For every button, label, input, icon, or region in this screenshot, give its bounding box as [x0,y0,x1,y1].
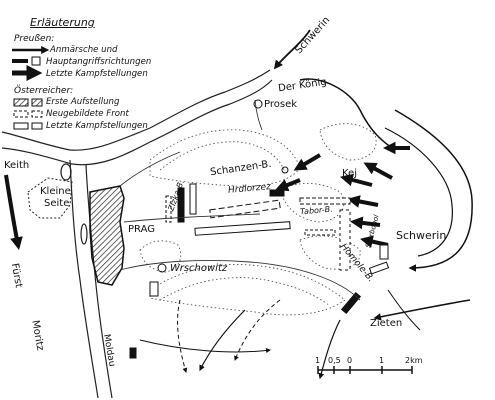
label-prosek: Prosek [264,99,298,110]
legend-prussian-item: Letzte Kampfstellungen [46,69,148,79]
prague-city [89,185,125,286]
scale-label: 2km [405,356,423,365]
label-keith: Keith [4,160,30,171]
austrian-positions [129,183,390,359]
kleine-seite-district [27,177,73,219]
scale-bar [317,366,413,374]
legend-symbols [12,45,50,130]
label-zieten: Zieten [370,318,403,329]
scale-label: 1 [379,356,385,365]
scale-label: 0 [347,356,353,365]
label-kleine-seite-2: Seite [44,198,70,209]
legend-prussians-heading: Preußen: [14,34,55,44]
label-prag: PRAG [128,224,155,235]
label-kleine-seite: Kleine [40,186,71,197]
roads [119,99,361,301]
hill-ranges [139,123,377,316]
legend-prussian-item: Anmärsche und [50,45,118,55]
prussian-approaches [4,29,473,380]
scale-label: 1 [315,356,321,365]
legend-austrian-item: Letzte Kampfstellungen [46,121,148,131]
legend-austrian-item: Erste Aufstellung [46,97,120,107]
legend-austrians-heading: Österreicher: [14,86,74,96]
label-schwerin-right: Schwerin [396,229,447,242]
village-markers [157,99,289,273]
label-wrschowitz: Wrschowitz [170,263,228,274]
moldau-river [1,69,273,399]
prussian-attack-arrows [275,141,410,248]
legend-austrian-item: Neugebildete Front [46,109,129,119]
scale-label: 0,5 [328,356,341,365]
label-kej: Kej [342,168,357,179]
legend-prussian-item: Hauptangriffsrichtungen [46,57,152,67]
legend-title: Erläuterung [30,16,95,29]
